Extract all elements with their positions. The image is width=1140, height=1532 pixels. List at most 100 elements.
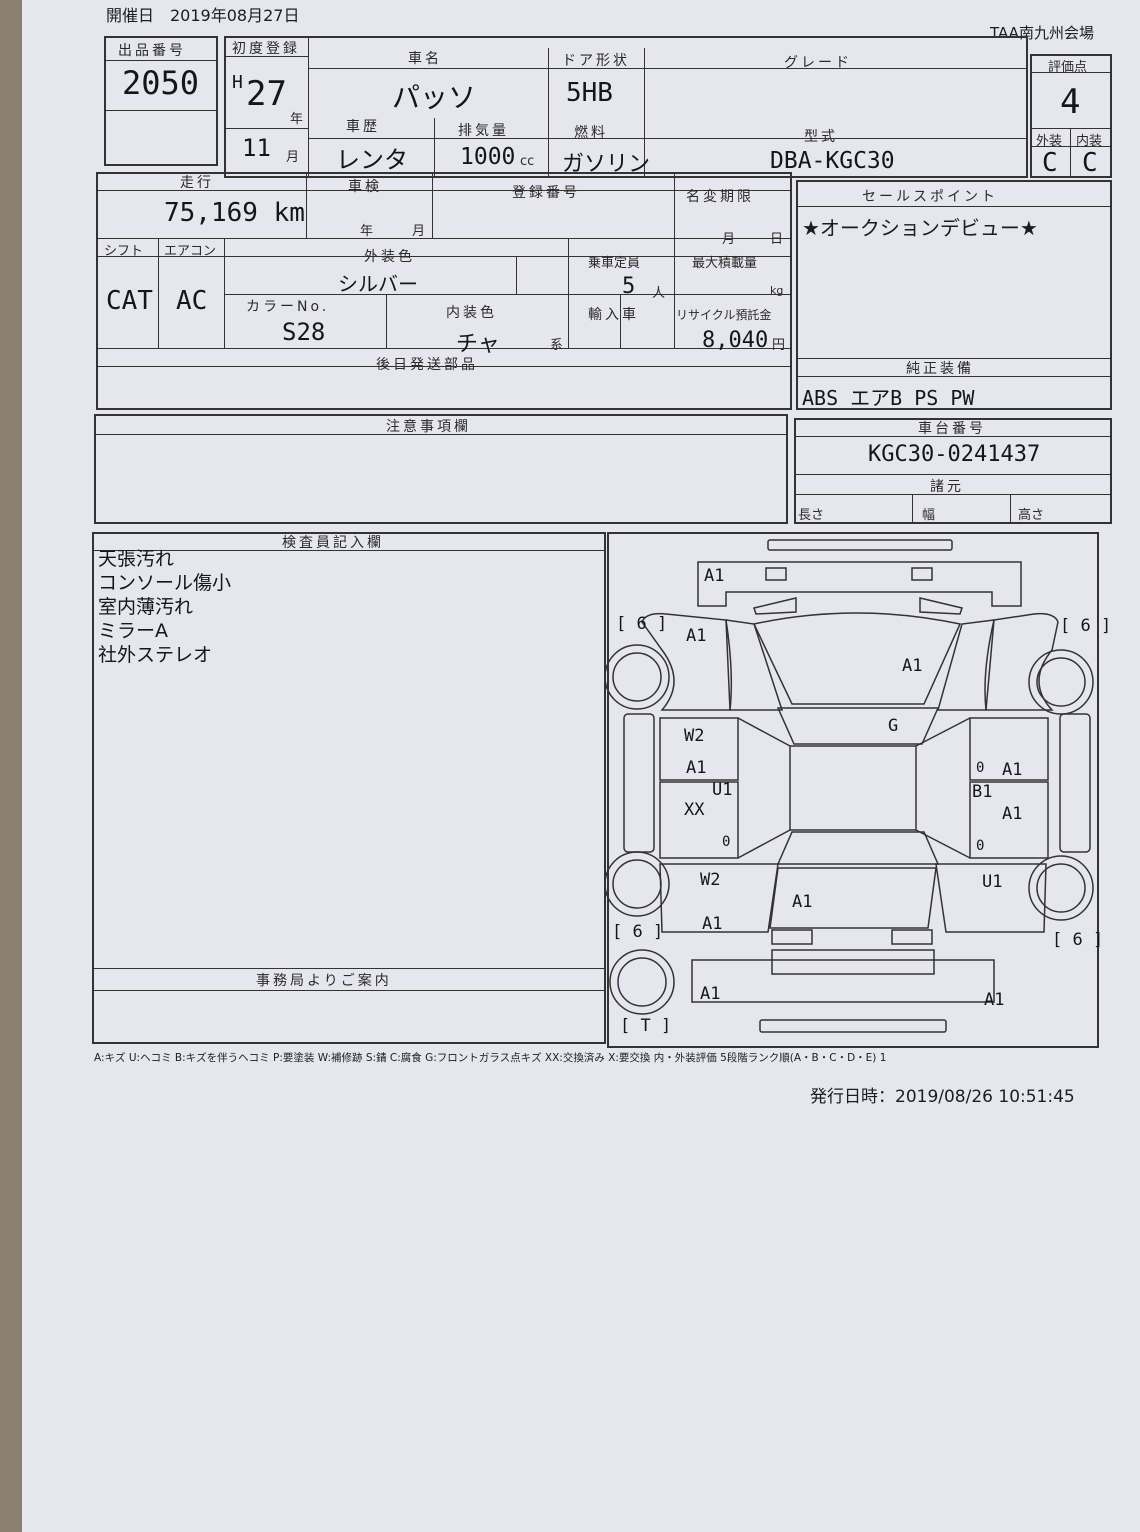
lot-number: 2050 — [122, 64, 200, 102]
cautions-label: 注意事項欄 — [386, 419, 471, 435]
damage-map — [606, 532, 1099, 1048]
recycle-label: リサイクル預託金 — [676, 308, 772, 322]
capacity-value: 5 — [622, 274, 636, 299]
first-reg-year: 27 — [246, 74, 287, 114]
score-box — [1030, 54, 1112, 178]
year-unit: 年 — [290, 112, 304, 127]
damage-mark: A1 — [1002, 804, 1023, 824]
damage-mark: 0 — [722, 834, 731, 850]
displacement-label: 排気量 — [458, 123, 509, 139]
score-value: 4 — [1060, 82, 1081, 122]
history-value: レンタ — [336, 146, 408, 174]
cautions-box — [94, 414, 788, 524]
inspector-note: 天張汚れ — [98, 548, 175, 570]
details-box — [96, 172, 792, 410]
ext-color-value: シルバー — [338, 272, 418, 296]
sales-point-text: ★オークションデビュー★ — [802, 216, 1038, 240]
sales-point-label: セールスポイント — [862, 189, 998, 205]
transfer-deadline-label: 名変期限 — [686, 189, 754, 205]
later-parts-label: 後日発送部品 — [376, 357, 478, 373]
max-load-label: 最大積載量 — [692, 256, 758, 271]
chassis-box — [794, 418, 1112, 524]
lot-label: 出品番号 — [118, 43, 186, 59]
recycle-unit: 円 — [772, 338, 786, 353]
chassis-number: KGC30-0241437 — [868, 442, 1041, 467]
ac-label: エアコン — [164, 244, 217, 259]
score-label: 評価点 — [1048, 60, 1088, 75]
damage-mark: A1 — [704, 566, 725, 586]
ac-value: AC — [176, 286, 208, 316]
damage-mark: A1 — [702, 914, 723, 934]
capacity-unit: 人 — [652, 286, 666, 301]
car-name-label: 車名 — [408, 51, 442, 67]
exterior-label: 外装 — [1036, 134, 1063, 149]
inspector-box — [92, 532, 606, 1044]
grade-label: グレード — [784, 55, 852, 71]
shift-value: CAT — [106, 286, 153, 316]
chassis-label: 車台番号 — [918, 421, 986, 437]
inspector-note: 室内薄汚れ — [98, 596, 194, 618]
first-reg-label: 初度登録 — [232, 41, 300, 57]
damage-mark: A1 — [902, 656, 923, 676]
office-label: 事務局よりご案内 — [256, 973, 392, 989]
door-label: ドア形状 — [562, 53, 630, 69]
auction-sheet — [22, 0, 1140, 1532]
sales-point-box — [796, 180, 1112, 410]
first-reg-era: H — [232, 72, 243, 93]
displacement-unit: cc — [520, 154, 535, 169]
int-color-suffix: 系 — [550, 338, 564, 353]
tire-rear-right: [ 6 ] — [1052, 930, 1104, 950]
interior-label: 内装 — [1076, 134, 1103, 149]
color-no-value: S28 — [282, 318, 326, 346]
exterior-grade: C — [1042, 148, 1058, 178]
lot-box — [104, 36, 218, 166]
issued-datetime: 発行日時：2019/08/26 10:51:45 — [810, 1087, 1075, 1107]
damage-mark: A1 — [686, 758, 707, 778]
tire-front-left: [ 6 ] — [616, 614, 668, 634]
damage-mark: B1 — [972, 782, 993, 802]
history-label: 車歴 — [346, 119, 380, 135]
transfer-day-unit: 日 — [770, 232, 784, 247]
reg-number-label: 登録番号 — [512, 185, 580, 201]
damage-mark: A1 — [792, 892, 813, 912]
max-load-unit: kg — [770, 284, 784, 297]
first-reg-month: 11 — [242, 134, 271, 162]
damage-mark: U1 — [712, 780, 733, 800]
fuel-label: 燃料 — [574, 125, 608, 141]
inspection-month-unit: 月 — [412, 224, 426, 239]
damage-mark: W2 — [700, 870, 721, 890]
length-label: 長さ — [798, 508, 825, 523]
damage-mark: A1 — [984, 990, 1005, 1010]
shift-label: シフト — [104, 244, 144, 259]
int-color-value: チャ — [456, 332, 500, 357]
recycle-fee: 8,040 — [702, 328, 769, 353]
equipment-label: 純正装備 — [906, 361, 974, 377]
color-no-label: カラーNo. — [246, 299, 330, 315]
damage-mark: U1 — [982, 872, 1003, 892]
damage-legend: A:キズ U:ヘコミ B:キズを伴うヘコミ P:要塗装 W:補修跡 S:錆 C:… — [94, 1052, 887, 1064]
import-label: 輸入車 — [588, 307, 639, 323]
damage-mark: 0 — [976, 838, 985, 854]
model-code: DBA-KGC30 — [770, 148, 895, 174]
damage-mark: XX — [684, 800, 705, 820]
int-color-label: 内装色 — [446, 305, 497, 321]
width-label: 幅 — [922, 508, 936, 523]
inspector-label: 検査員記入欄 — [282, 535, 384, 551]
damage-mark: A1 — [686, 626, 707, 646]
car-name: パッソ — [392, 81, 477, 114]
inspection-label: 車検 — [348, 179, 382, 195]
damage-mark: G — [888, 716, 899, 736]
month-unit: 月 — [286, 150, 300, 165]
equipment-value: ABS エアB PS PW — [802, 386, 975, 410]
inspection-year-unit: 年 — [360, 224, 374, 239]
door-type: 5HB — [566, 78, 613, 108]
vehicle-box — [224, 36, 1028, 178]
inspector-note: ミラーA — [98, 620, 168, 642]
mileage-value: 75,169 km — [164, 198, 305, 228]
damage-mark: 0 — [976, 760, 985, 776]
interior-grade: C — [1082, 148, 1098, 178]
model-label: 型式 — [804, 129, 838, 145]
damage-mark: W2 — [684, 726, 705, 746]
ext-color-label: 外装色 — [364, 249, 415, 265]
tire-front-right: [ 6 ] — [1060, 616, 1112, 636]
